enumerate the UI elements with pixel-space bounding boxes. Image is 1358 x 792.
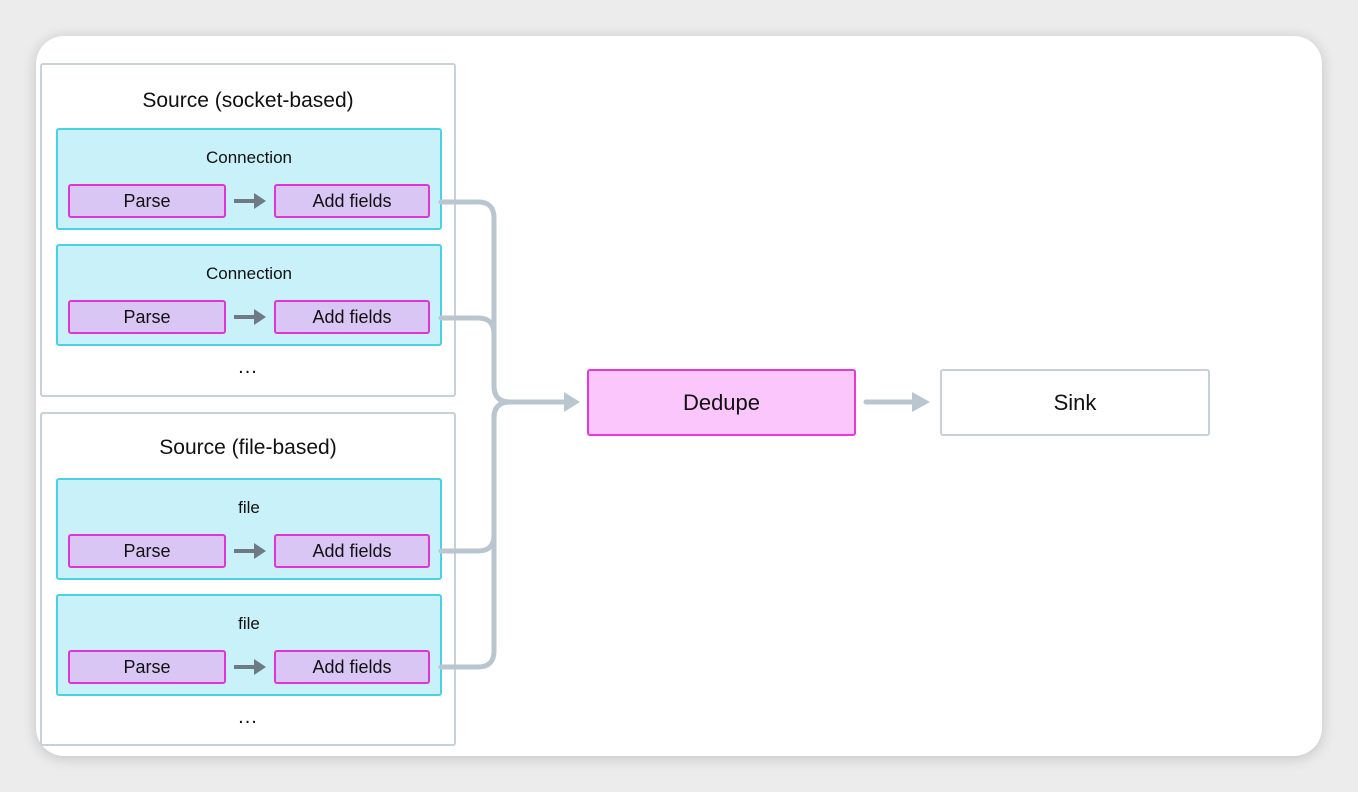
parse-step: Parse — [68, 534, 226, 568]
sink-node: Sink — [940, 369, 1210, 436]
socket-connection-2: Connection Parse Add fields — [56, 244, 442, 346]
arrow-right-icon — [234, 543, 266, 559]
arrow-right-icon — [234, 309, 266, 325]
file-source-title: Source (file-based) — [159, 436, 337, 459]
parse-step: Parse — [68, 300, 226, 334]
dedupe-node: Dedupe — [587, 369, 856, 436]
file-label: file — [238, 614, 260, 633]
wire-socket-1 — [438, 199, 569, 405]
add-fields-step: Add fields — [274, 650, 430, 684]
add-fields-step: Add fields — [274, 534, 430, 568]
arrow-right-icon — [234, 193, 266, 209]
arrowhead-to-dedupe-icon — [564, 392, 580, 412]
socket-connection-1: Connection Parse Add fields — [56, 128, 442, 230]
file-connection-2: file Parse Add fields — [56, 594, 442, 696]
parse-step: Parse — [68, 650, 226, 684]
file-connection-1: file Parse Add fields — [56, 478, 442, 580]
socket-source-group: Source (socket-based) — [40, 63, 456, 397]
add-fields-step: Add fields — [274, 300, 430, 334]
file-label: file — [238, 498, 260, 517]
connection-label: Connection — [205, 264, 292, 283]
socket-more-ellipsis: ... — [238, 356, 258, 378]
socket-source-title: Source (socket-based) — [142, 89, 354, 112]
parse-step: Parse — [68, 184, 226, 218]
add-fields-step: Add fields — [274, 184, 430, 218]
arrow-right-icon — [234, 659, 266, 675]
connection-label: Connection — [205, 148, 292, 167]
file-more-ellipsis: ... — [238, 706, 258, 728]
arrowhead-to-sink-icon — [912, 392, 930, 412]
